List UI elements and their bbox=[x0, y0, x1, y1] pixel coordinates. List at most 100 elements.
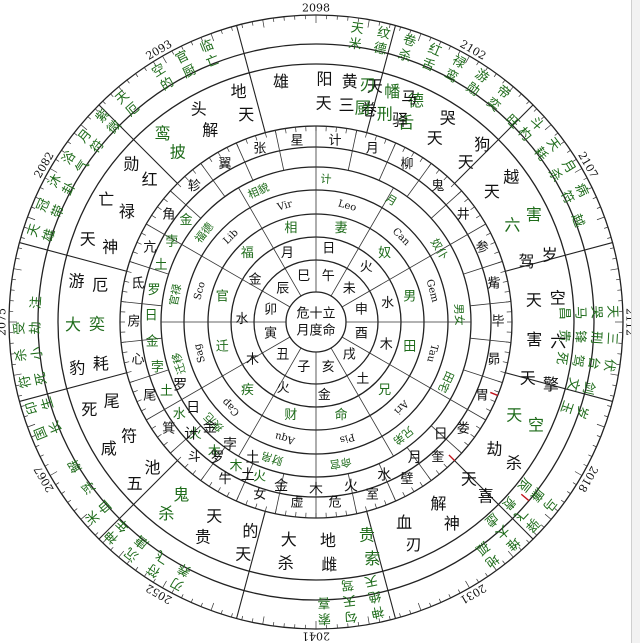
degree-tick bbox=[357, 622, 360, 627]
house-star: 血 bbox=[396, 513, 412, 532]
outer-star: 剑 bbox=[579, 380, 598, 396]
outer-star: 纹 bbox=[376, 25, 392, 43]
mansion-divider bbox=[170, 190, 202, 219]
mansion-tick bbox=[411, 487, 415, 492]
mansion-tick bbox=[284, 128, 287, 134]
house-star: 索 bbox=[364, 549, 380, 568]
mansion-name: 尾 bbox=[143, 389, 156, 404]
mansion-tick bbox=[470, 206, 475, 211]
house-star: 红 bbox=[142, 170, 158, 189]
mansion-planet: 木 bbox=[208, 445, 221, 460]
degree-tick bbox=[35, 196, 40, 200]
mansion-divider bbox=[406, 447, 432, 481]
degree-tick bbox=[251, 21, 254, 26]
house-star: 的 bbox=[242, 521, 258, 540]
mansion-divider bbox=[129, 369, 169, 383]
palace-name: 计 bbox=[320, 172, 332, 186]
degree-tick bbox=[457, 589, 461, 594]
lower-planet: 罗 bbox=[210, 450, 224, 466]
branch-planet: 木 bbox=[380, 338, 393, 353]
degree-tick bbox=[61, 150, 65, 153]
mansion-tick bbox=[295, 511, 297, 517]
mansion-name: 危 bbox=[328, 496, 341, 511]
mansion-tick bbox=[384, 500, 387, 506]
degree-tick bbox=[135, 73, 139, 78]
branch-planet: 金 bbox=[318, 387, 331, 403]
mansion-tick bbox=[427, 476, 432, 481]
house-divider bbox=[236, 25, 266, 133]
house-star: 阳 bbox=[316, 70, 332, 89]
inner-palace: 妻 bbox=[335, 221, 348, 236]
branch-planet: 火 bbox=[277, 381, 290, 396]
outer-star: 沐 bbox=[46, 172, 65, 191]
degree-tick bbox=[44, 177, 49, 181]
earthly-branch: 寅 bbox=[264, 326, 277, 342]
mansion-tick bbox=[355, 130, 358, 136]
degree-tick bbox=[35, 444, 40, 448]
branch-planet: 水 bbox=[381, 296, 394, 311]
mansion-tick bbox=[124, 361, 130, 364]
mansion-tick bbox=[504, 351, 510, 354]
degree-tick bbox=[153, 61, 156, 66]
house-divider bbox=[505, 372, 613, 402]
lower-planet: 木 bbox=[309, 482, 323, 498]
degree-tick bbox=[493, 73, 497, 78]
mansion-planet: 火 bbox=[253, 470, 266, 485]
mansion-tick bbox=[122, 351, 128, 354]
mansion-tick bbox=[435, 470, 440, 475]
house-star: 马 bbox=[401, 88, 417, 107]
mansion-tick bbox=[504, 290, 510, 293]
mansion-planet: 金 bbox=[146, 334, 159, 350]
branch-planet: 金 bbox=[248, 272, 261, 288]
year-label: 2107 bbox=[575, 150, 600, 181]
mansion-tick bbox=[274, 508, 277, 514]
palace-name: 迁移 bbox=[170, 351, 189, 376]
red-marker bbox=[448, 454, 456, 462]
house-star: 咸 bbox=[101, 439, 117, 458]
degree-tick bbox=[18, 247, 23, 250]
mansion-tick bbox=[146, 223, 151, 227]
mansion-tick bbox=[505, 341, 511, 343]
mansion-tick bbox=[192, 169, 197, 174]
degree-tick bbox=[507, 550, 514, 558]
house-stars: 阳天黄三天卷刃厨幡刑德舌马驿哭天狗天越天害六岁驾空天六害擎天空天杀劫喜天神解刃血… bbox=[65, 70, 566, 574]
degree-tick bbox=[588, 187, 593, 190]
house-star: 天 bbox=[316, 94, 332, 113]
lower-planet: 土 bbox=[241, 468, 255, 484]
outer-star: 文 bbox=[564, 376, 582, 392]
house-star: 狗 bbox=[474, 135, 490, 154]
house-star: 贵 bbox=[359, 526, 375, 545]
degree-tick bbox=[87, 524, 92, 528]
palace-name: 官禄 bbox=[166, 283, 184, 307]
house-star: 厨 bbox=[355, 99, 371, 118]
house-star: 天 bbox=[484, 182, 500, 201]
mansion-tick bbox=[264, 132, 267, 138]
mansion-divider bbox=[200, 447, 226, 481]
house-star: 空 bbox=[528, 416, 544, 435]
mansion-tick bbox=[163, 441, 168, 446]
outer-star: 小 bbox=[30, 346, 46, 361]
mansion-name: 鬼 bbox=[431, 178, 444, 194]
mansion-tick bbox=[470, 433, 475, 438]
degree-tick bbox=[49, 168, 58, 173]
degree-tick bbox=[367, 616, 370, 625]
degree-tick bbox=[596, 423, 605, 428]
window-edge bbox=[631, 0, 640, 643]
outer-star: 喜 bbox=[317, 594, 330, 609]
outer-star: 索 bbox=[318, 610, 331, 625]
mansion-tick bbox=[226, 492, 230, 497]
house-star: 杀 bbox=[278, 554, 294, 573]
mansion-tick bbox=[255, 503, 258, 509]
degree-tick bbox=[485, 67, 488, 71]
mansion-name: 觜 bbox=[487, 277, 500, 292]
degree-tick bbox=[171, 589, 175, 594]
degree-tick bbox=[262, 19, 265, 28]
mansion-tick bbox=[170, 190, 175, 195]
year-label: 2093 bbox=[144, 37, 175, 62]
house-divider bbox=[98, 104, 178, 184]
outer-star: 昌 bbox=[556, 307, 571, 321]
mansion-name: 月 bbox=[366, 141, 379, 156]
outer-star: 生 bbox=[39, 395, 57, 412]
mansion-tick bbox=[475, 425, 481, 430]
